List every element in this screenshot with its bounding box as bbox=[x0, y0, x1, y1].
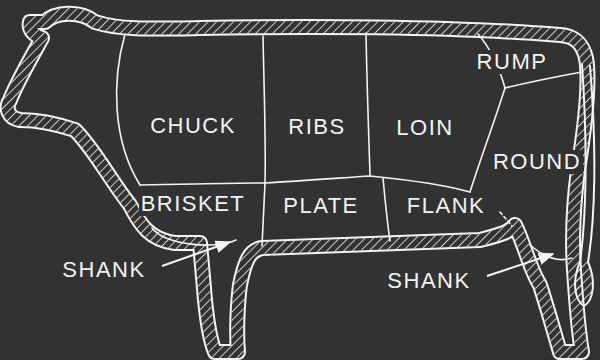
cut-name: PLATE bbox=[281, 194, 361, 218]
cut-name: LOIN bbox=[394, 116, 455, 140]
leader-line bbox=[162, 242, 230, 266]
cut-name: RUMP bbox=[475, 50, 550, 74]
cut-name: CHUCK bbox=[148, 114, 238, 138]
cut-lines bbox=[117, 33, 582, 259]
callout-label: SHANK bbox=[385, 269, 472, 293]
cut-name: RIBS bbox=[286, 115, 347, 139]
tail bbox=[575, 64, 594, 306]
cut-name: BRISKET bbox=[139, 192, 248, 216]
leader-arrows bbox=[162, 242, 553, 276]
cut-name: ROUND bbox=[491, 150, 583, 174]
callout-label: SHANK bbox=[60, 258, 147, 282]
cut-name: FLANK bbox=[405, 194, 487, 218]
leader-line bbox=[487, 254, 553, 276]
cow-outline bbox=[8, 14, 588, 352]
